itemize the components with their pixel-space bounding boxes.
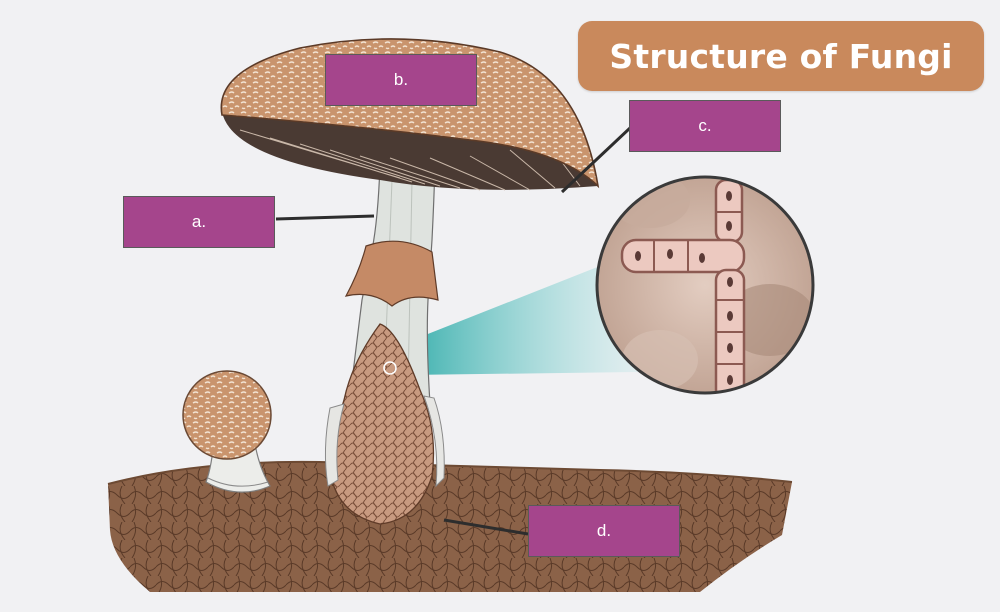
- title-banner: Structure of Fungi: [578, 21, 984, 91]
- magnification-beam: [400, 262, 640, 375]
- label-box-a: a.: [123, 196, 275, 248]
- label-box-d: d.: [528, 505, 680, 557]
- label-box-b: b.: [325, 54, 477, 106]
- sample-point-marker: [383, 361, 397, 375]
- leader-line-a: [275, 214, 375, 221]
- soil: [107, 460, 793, 592]
- label-box-c: c.: [629, 100, 781, 152]
- button-mushroom-illustration: [182, 370, 272, 493]
- leader-line-d: [443, 518, 529, 536]
- mushroom-illustration: [220, 38, 600, 525]
- diagram-title: Structure of Fungi: [609, 36, 953, 76]
- magnified-hyphae-illustration: [595, 175, 815, 395]
- leader-line-c: [560, 126, 632, 194]
